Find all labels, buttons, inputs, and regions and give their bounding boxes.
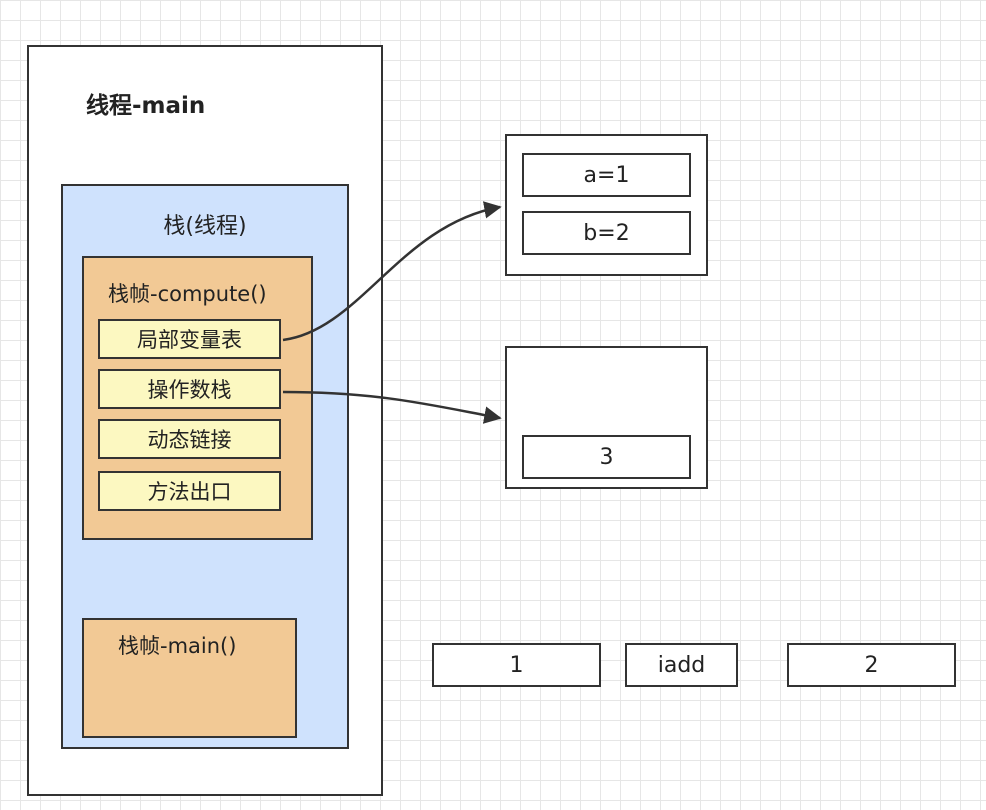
arrow-to-operand-stack <box>282 390 502 424</box>
thread-title: 线程-main <box>86 93 206 119</box>
slot-dynamic-linking: 动态链接 <box>98 419 281 459</box>
stack-title: 栈(线程) <box>163 214 247 239</box>
local-variable-a: a=1 <box>522 153 691 197</box>
operand-value: 3 <box>522 435 691 479</box>
slot-operand-stack: 操作数栈 <box>98 369 281 409</box>
frame-main-title: 栈帧-main() <box>118 634 237 658</box>
slot-return-address: 方法出口 <box>98 471 281 511</box>
frame-main <box>82 618 297 738</box>
slot-local-variables: 局部变量表 <box>98 319 281 359</box>
bytecode-iadd: iadd <box>625 643 738 687</box>
frame-compute-title: 栈帧-compute() <box>108 282 267 306</box>
arrow-to-local-variables <box>282 201 502 342</box>
bytecode-operand-1: 1 <box>432 643 601 687</box>
bytecode-operand-2: 2 <box>787 643 956 687</box>
local-variable-b: b=2 <box>522 211 691 255</box>
